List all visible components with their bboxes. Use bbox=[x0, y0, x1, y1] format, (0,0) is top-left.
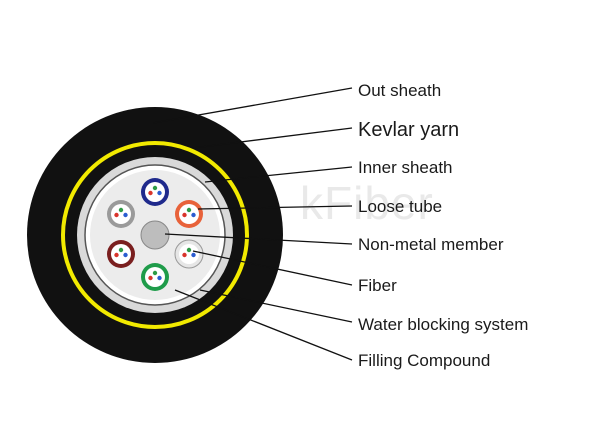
loose-tube-green bbox=[141, 263, 169, 291]
label-out-sheath: Out sheath bbox=[358, 81, 442, 100]
loose-tube-gray bbox=[107, 200, 135, 228]
label-kevlar-yarn: Kevlar yarn bbox=[358, 119, 460, 141]
label-filling-compound: Filling Compound bbox=[358, 351, 491, 370]
non-metal-member-core bbox=[140, 220, 170, 250]
label-loose-tube: Loose tube bbox=[358, 197, 443, 216]
leader-out-sheath bbox=[152, 87, 353, 124]
label-non-metal-member: Non-metal member bbox=[358, 235, 504, 254]
label-inner-sheath: Inner sheath bbox=[358, 158, 453, 177]
loose-tube-white bbox=[174, 239, 204, 269]
watermark: kFiber bbox=[300, 177, 434, 229]
leader-kevlar-yarn bbox=[192, 127, 353, 149]
leader-non-metal-member bbox=[164, 233, 353, 245]
loose-tube-orange bbox=[175, 200, 203, 228]
leader-loose-tube bbox=[197, 205, 353, 210]
label-fiber: Fiber bbox=[358, 276, 397, 295]
leader-water-blocking-system bbox=[199, 289, 353, 323]
label-water-blocking-system: Water blocking system bbox=[358, 315, 529, 334]
loose-tube-blue bbox=[141, 178, 169, 206]
leader-fiber bbox=[192, 250, 353, 286]
leader-inner-sheath bbox=[204, 166, 353, 183]
leader-lines bbox=[152, 87, 353, 361]
loose-tube-brown bbox=[107, 240, 135, 268]
leader-filling-compound bbox=[174, 289, 353, 361]
kevlar-yarn-ring bbox=[61, 141, 249, 329]
